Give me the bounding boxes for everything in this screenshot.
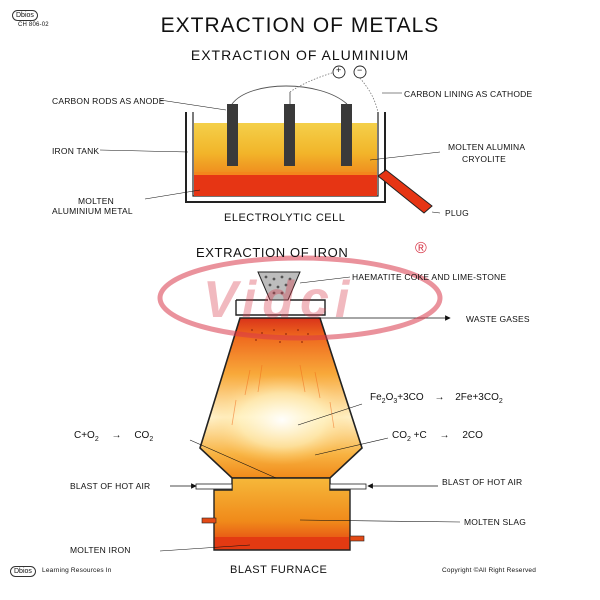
furnace-hearth [213, 477, 351, 551]
label-aluminium-metal: ALUMINIUM METAL [52, 206, 133, 216]
plus-sign: + [336, 65, 342, 75]
label-charge: HAEMATITE COKE AND LIME-STONE [352, 272, 507, 282]
watermark-text: Vidci [203, 271, 356, 329]
label-molten-slag: MOLTEN SLAG [464, 517, 527, 527]
label-hot-air-left: BLAST OF HOT AIR [70, 481, 151, 491]
tuyere-right [329, 483, 367, 490]
watermark-registered-mark: ® [415, 240, 427, 257]
equation-co-formation: CO2 +C → 2CO [392, 430, 483, 443]
section-title-aluminium: EXTRACTION OF ALUMINIUM [190, 47, 410, 63]
watermark-logo [157, 255, 443, 341]
label-cryolite: CRYOLITE [462, 154, 506, 164]
label-cathode: CARBON LINING AS CATHODE [404, 89, 533, 99]
electrolytic-cell [99, 65, 441, 214]
brand-logo: Dbios [12, 10, 38, 21]
slag-tap [201, 517, 217, 524]
equation-combustion: C+O2 → CO2 [74, 430, 154, 443]
caption-electrolytic-cell: ELECTROLYTIC CELL [224, 212, 346, 224]
page-title: EXTRACTION OF METALS [160, 14, 440, 37]
label-anode: CARBON RODS AS ANODE [52, 96, 165, 106]
footer-copyright: Copyright ©All Right Reserved [442, 567, 537, 574]
caption-blast-furnace: BLAST FURNACE [230, 564, 328, 576]
label-molten-iron: MOLTEN IRON [70, 545, 131, 555]
tuyere-left [195, 483, 233, 490]
footer-publisher: Learning Resources In [42, 567, 112, 574]
iron-tap [349, 535, 365, 542]
section-title-iron: EXTRACTION OF IRON [196, 245, 349, 260]
equation-reduction: Fe2O3+3CO → 2Fe+3CO2 [370, 392, 503, 405]
positive-terminal-icon [332, 65, 346, 79]
blast-furnace [159, 271, 461, 552]
label-plug: PLUG [445, 208, 469, 218]
molten-aluminium-layer [194, 172, 377, 196]
carbon-rod-3 [341, 104, 352, 166]
label-molten-alumina: MOLTEN ALUMINA [448, 142, 526, 152]
label-iron-tank: IRON TANK [52, 146, 100, 156]
plug-outlet [377, 169, 433, 214]
label-hot-air-right: BLAST OF HOT AIR [442, 477, 523, 487]
chart-code: CH 806-02 [18, 22, 49, 28]
label-molten: MOLTEN [78, 196, 114, 206]
minus-sign: − [357, 65, 363, 75]
footer-brand-logo: Dbios [10, 566, 36, 577]
carbon-rod-1 [227, 104, 238, 166]
carbon-rod-2 [284, 104, 295, 166]
label-waste-gases: WASTE GASES [466, 314, 530, 324]
